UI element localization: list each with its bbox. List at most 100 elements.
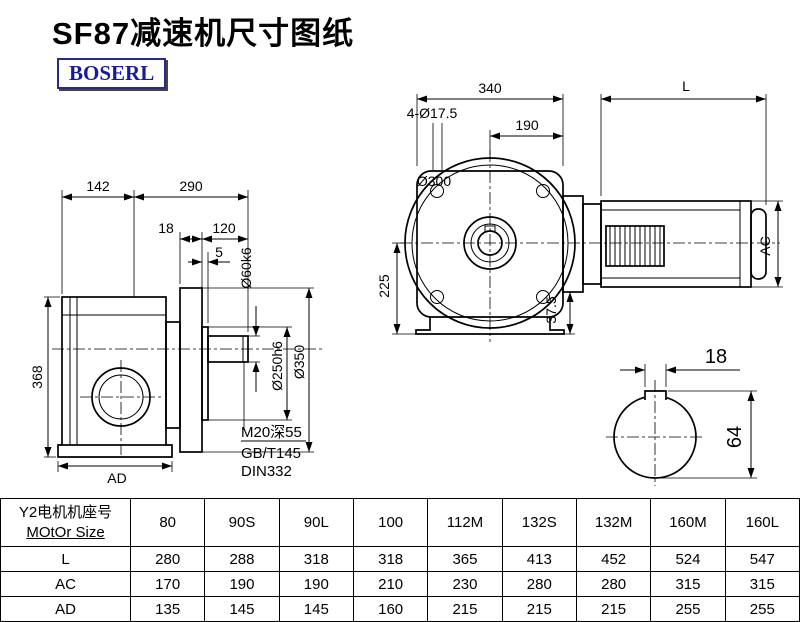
brand-text: BOSERL — [69, 61, 155, 85]
gearbox-body — [57, 296, 173, 458]
column-header: 90L — [278, 498, 354, 547]
table-row-ac: AC 170 190 190 210 230 280 280 315 315 — [0, 571, 800, 597]
dim-shaft-label: Ø60k6 — [238, 247, 254, 288]
dim-190-label: 190 — [515, 117, 539, 133]
table-cell: 145 — [278, 596, 354, 622]
dim-5-label: 5 — [215, 244, 223, 260]
table-cell: 210 — [352, 571, 429, 597]
dim-340: 340 — [416, 80, 564, 166]
bolt-hole — [430, 184, 444, 198]
dimension-table: Y2电机机座号 MOtOr Size 80 90S 90L 100 112M 1… — [0, 498, 800, 622]
table-row-ad: AD 135 145 145 160 215 215 215 255 255 — [0, 596, 800, 622]
column-header: 132M — [575, 498, 652, 547]
dim-key-64-label: 64 — [724, 426, 746, 448]
dim-37-5: 37.5 — [543, 291, 575, 335]
dim-flange-label: Ø350 — [291, 345, 307, 379]
dim-18-label: 18 — [158, 220, 174, 236]
table-cell: 280 — [501, 571, 577, 597]
header-cn: Y2电机机座号 — [18, 504, 113, 521]
thread-notes: M20深55 GB/T145 DIN332 — [241, 362, 306, 480]
dim-ad-label: AD — [107, 470, 126, 486]
output-flange — [165, 287, 209, 453]
column-header: 132S — [501, 498, 577, 547]
table-cell: 547 — [724, 546, 800, 572]
row-label: AC — [0, 571, 131, 597]
bolt-hole — [536, 184, 550, 198]
motor-flange — [562, 195, 584, 293]
dim-shaft-diameter: Ø60k6 — [238, 247, 260, 392]
column-header: 100 — [352, 498, 429, 547]
table-cell: 255 — [650, 596, 726, 622]
dim-key-64: 64 — [657, 390, 757, 479]
dim-l: L — [600, 78, 767, 205]
side-centerlines — [52, 348, 322, 455]
motor-end-cap — [750, 208, 767, 280]
dim-120-label: 120 — [212, 220, 236, 236]
column-header: 112M — [427, 498, 503, 547]
table-cell: 215 — [427, 596, 503, 622]
motor — [562, 195, 767, 293]
row-label: L — [0, 546, 131, 572]
table-cell: 365 — [427, 546, 503, 572]
front-view: 340 L 4-Ø17.5 190 Ø300 225 — [376, 78, 783, 342]
dim-340-label: 340 — [478, 80, 502, 96]
dim-ad: AD — [57, 461, 173, 486]
dim-290-label: 290 — [179, 178, 203, 194]
dim-ac: AC — [751, 200, 783, 288]
table-header-row: Y2电机机座号 MOtOr Size 80 90S 90L 100 112M 1… — [0, 498, 800, 547]
table-cell: 190 — [204, 571, 280, 597]
dim-5: 5 — [188, 244, 230, 323]
table-cell: 280 — [575, 571, 652, 597]
column-header: 160M — [650, 498, 726, 547]
table-cell: 315 — [724, 571, 800, 597]
dim-368: 368 — [29, 296, 60, 458]
dim-190: 190 — [489, 117, 563, 155]
table-cell: 135 — [129, 596, 206, 622]
table-cell: 318 — [352, 546, 429, 572]
dim-37-5-label: 37.5 — [543, 296, 559, 323]
shaft-section-view: 18 64 — [606, 346, 757, 486]
table-cell: 215 — [575, 596, 652, 622]
table-cell: 288 — [204, 546, 280, 572]
dim-300-label: Ø300 — [417, 173, 451, 189]
table-cell: 255 — [724, 596, 800, 622]
table-cell: 170 — [129, 571, 206, 597]
table-cell: 190 — [278, 571, 354, 597]
header-en: MOtOr Size — [26, 523, 105, 541]
dim-18-120: 18 120 — [158, 220, 248, 323]
dim-spigot-label: Ø250h6 — [269, 341, 285, 391]
side-view: 142 290 18 120 5 368 — [29, 178, 322, 486]
dim-key-18: 18 — [620, 346, 740, 387]
table-cell: 230 — [427, 571, 503, 597]
dim-368-label: 368 — [29, 365, 45, 389]
table-cell: 280 — [129, 546, 206, 572]
keyway — [644, 390, 667, 400]
dim-142-290: 142 290 — [61, 178, 249, 332]
column-header: 80 — [129, 498, 206, 547]
table-cell: 524 — [650, 546, 726, 572]
bolt-hole — [536, 290, 550, 304]
dim-bolt-holes: 4-Ø17.5 — [407, 105, 458, 170]
dim-holes-label: 4-Ø17.5 — [407, 105, 458, 121]
page-title: SF87减速机尺寸图纸 — [52, 16, 355, 51]
brand-logo: BOSERL — [57, 58, 167, 89]
bolt-hole — [430, 290, 444, 304]
motor-size-header-cell: Y2电机机座号 MOtOr Size — [0, 498, 131, 547]
table-cell: 145 — [204, 596, 280, 622]
dim-l-label: L — [682, 78, 690, 94]
row-label: AD — [0, 596, 131, 622]
table-cell: 452 — [575, 546, 652, 572]
dim-225: 225 — [376, 242, 416, 335]
table-cell: 315 — [650, 571, 726, 597]
technical-drawing: 142 290 18 120 5 368 — [29, 78, 783, 486]
table-cell: 413 — [501, 546, 577, 572]
dim-spigot-diameter: Ø250h6 — [208, 326, 292, 421]
column-header: 160L — [724, 498, 800, 547]
dim-flange-diameter: Ø350 — [202, 287, 314, 453]
front-centerlines — [400, 150, 780, 342]
dim-key-18-label: 18 — [705, 346, 727, 368]
motor-body — [600, 200, 752, 288]
table-row-l: L 280 288 318 318 365 413 452 524 547 — [0, 546, 800, 572]
dim-225-label: 225 — [376, 274, 392, 298]
